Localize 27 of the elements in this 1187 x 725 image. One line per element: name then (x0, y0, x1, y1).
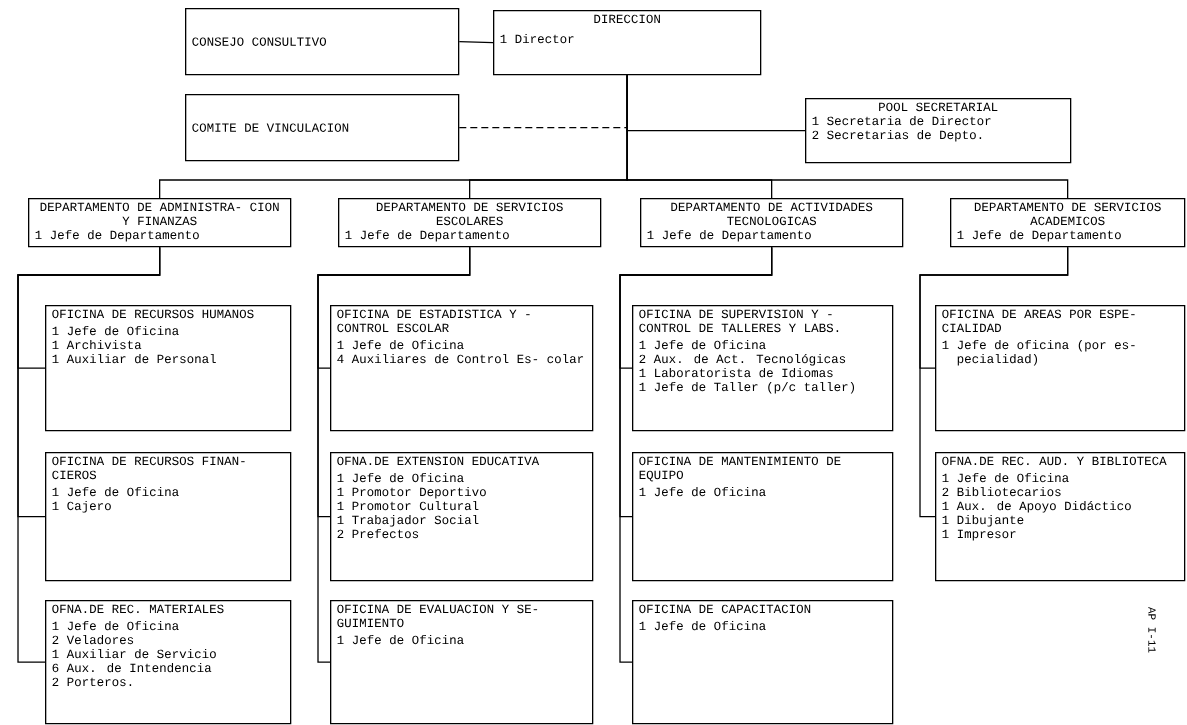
unit-box: CONSEJO CONSULTIVO (185, 8, 460, 76)
director-box: DIRECCION 1 Director (493, 10, 762, 76)
connector-line (458, 127, 628, 129)
office-box: OFNA.DE REC. MATERIALES 1 Jefe de Oficina 2 Veladores 1 Auxiliar de Servicio 6 Aux. de Intendencia 2 Porteros. (45, 600, 292, 725)
connector-line (619, 246, 773, 663)
page-number: AP I-11 (1148, 606, 1156, 653)
office-box: OFNA.DE EXTENSION EDUCATIVA 1 Jefe de Oficina 1 Promotor Deportivo 1 Promotor Cultural 1 Trabajador Social 2 Prefectos (330, 452, 594, 582)
office-box: OFICINA DE AREAS POR ESPE- CIALIDAD 1 Jefe de oficina (por es- pecialidad) (935, 305, 1186, 432)
office-box: OFICINA DE CAPACITACION 1 Jefe de Oficina (632, 600, 894, 725)
office-box: OFICINA DE RECURSOS HUMANOS 1 Jefe de Oficina 1 Archivista 1 Auxiliar de Personal (45, 305, 292, 432)
office-box: OFNA.DE REC. AUD. Y BIBLIOTECA 1 Jefe de Oficina 2 Bibliotecarios 1 Aux. de Apoyo Didáctico 1 Dibujante 1 Impresor (935, 452, 1186, 582)
office-box: OFICINA DE RECURSOS FINAN- CIEROS 1 Jefe de Oficina 1 Cajero (45, 452, 292, 582)
connector-line (317, 246, 471, 663)
department-box: DEPARTAMENTO DE ACTIVIDADES TECNOLOGICAS 1 Jefe de Departamento (640, 198, 904, 248)
unit-box: COMITE DE VINCULACION (185, 94, 460, 162)
department-box: DEPARTAMENTO DE ADMINISTRA- CION Y FINANZAS 1 Jefe de Departamento (28, 198, 292, 248)
office-box: OFICINA DE SUPERVISION Y - CONTROL DE TALLERES Y LABS. 1 Jefe de Oficina 2 Aux. de Act. Tecnológicas 1 Laboratorista de Idiomas 1 Jefe de Taller (p/c taller) (632, 305, 894, 432)
office-box: OFICINA DE EVALUACION Y SE- GUIMIENTO 1 Jefe de Oficina (330, 600, 594, 725)
connector-line (17, 246, 161, 663)
department-box: DEPARTAMENTO DE SERVICIOS ACADEMICOS 1 Jefe de Departamento (950, 198, 1186, 248)
department-box: DEPARTAMENTO DE SERVICIOS ESCOLARES 1 Jefe de Departamento (338, 198, 602, 248)
connector-line (626, 74, 1069, 199)
connector-line (919, 246, 1069, 518)
unit-box: POOL SECRETARIAL 1 Secretaria de Director 2 Secretarias de Depto. (805, 98, 1072, 164)
office-box: OFICINA DE MANTENIMIENTO DE EQUIPO 1 Jefe de Oficina (632, 452, 894, 582)
connector-line (458, 41, 494, 44)
office-box: OFICINA DE ESTADISTICA Y - CONTROL ESCOLAR 1 Jefe de Oficina 4 Auxiliares de Control Es- colar (330, 305, 594, 432)
